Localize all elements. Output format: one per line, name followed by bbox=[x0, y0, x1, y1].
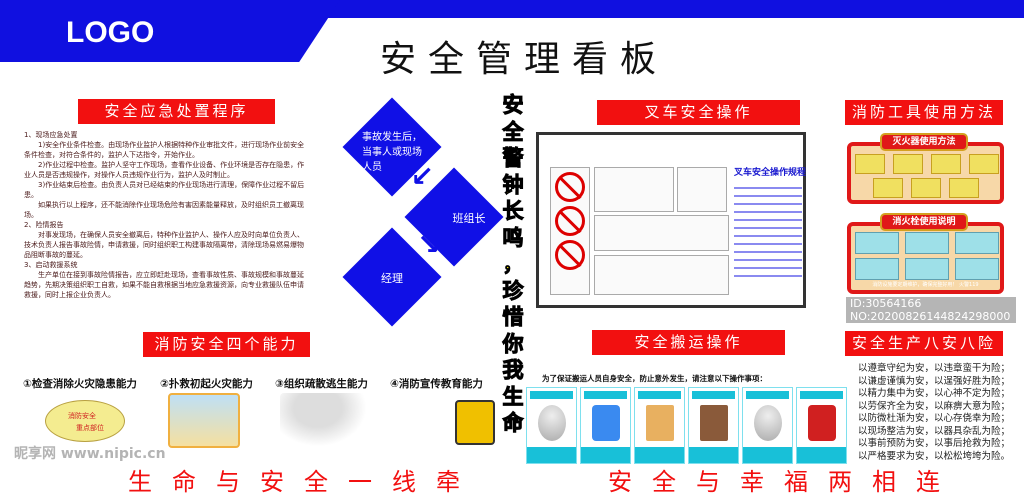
ramp-diagram bbox=[594, 215, 729, 251]
eight-safety-line: 以现场整洁为安，以器具杂乱为险； bbox=[858, 425, 1011, 437]
carrying-card bbox=[796, 387, 847, 464]
carrying-card bbox=[634, 387, 685, 464]
carrying-card bbox=[526, 387, 577, 464]
no-riders-icon bbox=[555, 172, 585, 202]
flow-step-3: 经理 bbox=[381, 272, 403, 285]
operation-diagram-2 bbox=[677, 167, 727, 212]
watermark-id: ID:30564166 NO:20200826144824298000 bbox=[846, 297, 1016, 323]
carrying-card bbox=[580, 387, 631, 464]
no-standing-icon bbox=[555, 240, 585, 270]
operation-diagram-1 bbox=[594, 167, 674, 212]
prohibition-signs bbox=[550, 167, 590, 295]
extinguisher-title: 灭火器使用方法 bbox=[880, 133, 968, 151]
traffic-diagram bbox=[594, 255, 729, 295]
eight-header: 安全生产八安八险 bbox=[845, 331, 1003, 356]
ability-item: ③组织疏散逃生能力 bbox=[275, 378, 368, 390]
procedure-paragraph: 生产单位在接到事故险情报告，应立即赶赴现场，查看事故性质、事故规模和事故蔓延趋势… bbox=[24, 271, 304, 299]
eight-safety-line: 以遵章守纪为安，以违章蛮干为险； bbox=[858, 363, 1011, 374]
procedure-paragraph: 1、现场应急处置 bbox=[24, 131, 78, 139]
hydrant-title: 消火栓使用说明 bbox=[880, 213, 968, 231]
key-area-illustration: 消防安全 重点部位 bbox=[45, 400, 125, 442]
hydrant-panel: 消防设施要定期维护，确保完整好用！ 火警119 bbox=[847, 222, 1004, 294]
eight-safety-line: 以防微杜渐为安，以心存侥幸为险； bbox=[858, 413, 1011, 424]
flow-step-2: 班组长 bbox=[452, 212, 486, 225]
eight-safety-list: 以遵章守纪为安，以违章蛮干为险；以谦虚谨慎为安，以逞强好胜为险；以精力集中为安，… bbox=[858, 363, 1010, 463]
pic-label: 消防安全 bbox=[68, 412, 96, 420]
carrying-note: 为了保证搬运人员自身安全，防止意外发生，请注意以下操作事项： bbox=[542, 374, 767, 383]
carrying-card bbox=[742, 387, 793, 464]
forklift-board-title: 叉车安全操作规程 bbox=[734, 168, 807, 178]
flow-step-1: 事故发生后，当事人或现场人员 bbox=[362, 132, 422, 173]
procedure-paragraph: 1)安全作业条件检查。由现场作业监护人根据特种作业审批文件，进行现场作业前安全条… bbox=[24, 141, 305, 159]
page-title: 安全管理看板 bbox=[380, 39, 669, 80]
eight-safety-line: 以事前预防为安，以事后抢救为险； bbox=[858, 438, 1011, 449]
procedure-paragraph: 如果执行以上程序，还不能消除作业现场危险有害因素能量释放，及时组织员工撤离现场。 bbox=[24, 201, 304, 219]
fire-abilities-header: 消防安全四个能力 bbox=[143, 332, 310, 357]
ability-item: ④消防宣传教育能力 bbox=[390, 378, 483, 390]
emergency-procedure-text: 1、现场应急处置 1)安全作业条件检查。由现场作业监护人根据特种作业审批文件，进行… bbox=[24, 130, 309, 300]
pic-label: 重点部位 bbox=[76, 424, 104, 432]
bottom-slogan-right: 安全与幸福两相连 bbox=[608, 468, 960, 496]
eight-safety-line: 以谦虚谨慎为安，以逞强好胜为险； bbox=[858, 375, 1011, 387]
vertical-slogan: 安全警钟长鸣，珍惜你我生命 bbox=[502, 93, 524, 436]
firefighting-illustration bbox=[168, 393, 240, 448]
education-board-illustration bbox=[455, 400, 495, 445]
procedure-paragraph: 2)作业过程中检查。监护人坚守工作现场，查看作业设备、作业环境是否存在隐患，作业… bbox=[24, 161, 305, 179]
no-walking-under-load-icon bbox=[555, 206, 585, 236]
logo: LOGO bbox=[66, 16, 155, 49]
watermark-site: 昵享网 www.nipic.cn bbox=[14, 446, 166, 462]
eight-safety-line: 以严格要求为安，以松松垮垮为险。 bbox=[858, 450, 1011, 462]
eight-safety-line: 以精力集中为安，以心神不定为险； bbox=[858, 388, 1011, 399]
hydrant-footer: 消防设施要定期维护，确保完整好用！ 火警119 bbox=[872, 282, 979, 288]
bottom-slogan-left: 生命与安全一线牵 bbox=[128, 468, 480, 496]
evacuation-illustration bbox=[280, 393, 375, 453]
fire-tools-header: 消防工具使用方法 bbox=[845, 100, 1003, 125]
procedure-paragraph: 3)作业结束后检查。由负责人员对已经结束的作业现场进行清理，保障作业过程不留后患… bbox=[24, 181, 305, 199]
procedure-paragraph: 3、启动救援系统 bbox=[24, 261, 78, 269]
ability-item: ①检查消除火灾隐患能力 bbox=[23, 378, 137, 390]
procedure-paragraph: 2、险情报告 bbox=[24, 221, 64, 229]
logo-tab bbox=[0, 0, 340, 62]
emergency-header: 安全应急处置程序 bbox=[78, 99, 275, 124]
forklift-rules-board: 叉车安全操作规程 bbox=[536, 132, 806, 308]
carrying-card bbox=[688, 387, 739, 464]
ability-item: ②扑救初起火灾能力 bbox=[160, 378, 253, 390]
forklift-header: 叉车安全操作 bbox=[597, 100, 800, 125]
carrying-header: 安全搬运操作 bbox=[592, 330, 785, 355]
eight-safety-line: 以劳保齐全为安，以麻痹大意为险； bbox=[858, 400, 1011, 412]
extinguisher-panel bbox=[847, 142, 1004, 204]
procedure-paragraph: 对事发现场，在确保人员安全撤离后，特种作业监护人、操作人应及时向单位负责人、技术… bbox=[24, 231, 304, 259]
forklift-rules-lines bbox=[734, 181, 802, 283]
